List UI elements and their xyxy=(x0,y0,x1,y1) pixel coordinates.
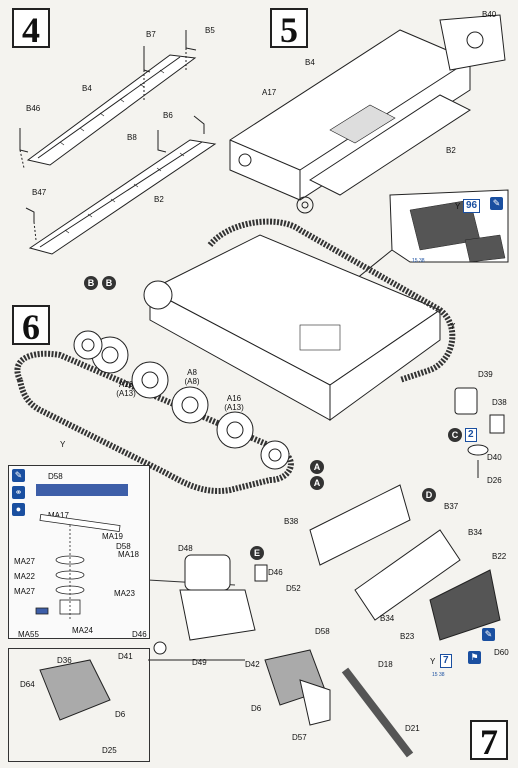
part-label: MA17 xyxy=(48,511,69,520)
step-number-6: 6 xyxy=(12,305,50,347)
inset-engine-detail xyxy=(8,648,150,762)
part-label: D46 xyxy=(132,630,147,639)
part-label: D25 xyxy=(102,746,117,755)
part-label: D60 xyxy=(494,648,509,657)
part-label: D21 xyxy=(405,724,420,733)
part-label: D36 xyxy=(57,656,72,665)
quantity-badge: 7 xyxy=(440,654,452,668)
part-label: (A8) xyxy=(184,377,200,386)
part-label: A16 xyxy=(118,380,134,389)
hull-lower xyxy=(148,234,442,421)
quantity-badge: 2 xyxy=(465,428,477,442)
part-label: B5 xyxy=(205,26,215,35)
part-label: D46 xyxy=(268,568,283,577)
engine-block-lower xyxy=(264,649,414,758)
part-label: A8 xyxy=(187,368,197,377)
part-label: B23 xyxy=(400,632,415,641)
part-label: D58 xyxy=(116,542,131,551)
part-label: MA23 xyxy=(114,589,135,598)
marker-e: E xyxy=(250,546,264,560)
step-number-7: 7 xyxy=(470,720,508,762)
part-label: MA27 xyxy=(14,557,35,566)
part-label: B6 xyxy=(163,111,173,120)
reference-number: 15 38 xyxy=(412,258,425,264)
part-label: B2 xyxy=(446,146,456,155)
part-label: B37 xyxy=(444,502,459,511)
rear-plate-assembly xyxy=(309,484,501,641)
part-label: B40 xyxy=(482,10,497,19)
plate-b4 xyxy=(26,54,197,166)
part-label: D18 xyxy=(378,660,393,669)
marker-a: A xyxy=(310,476,324,490)
hull-upper xyxy=(229,14,506,214)
part-label: D40 xyxy=(487,453,502,462)
part-label: D58 xyxy=(315,627,330,636)
brush-icon: ✎ xyxy=(482,628,495,641)
part-label: D38 xyxy=(492,398,507,407)
marker-d: D xyxy=(422,488,436,502)
marker-b: B xyxy=(102,276,116,290)
part-label: A17 xyxy=(262,88,277,97)
part-label: D57 xyxy=(292,733,307,742)
part-label: MA27 xyxy=(14,587,35,596)
step-number-5: 5 xyxy=(270,8,308,50)
part-label: D39 xyxy=(478,370,493,379)
part-label: B2 xyxy=(154,195,164,204)
part-label: D48 xyxy=(178,544,193,553)
part-label: MA19 xyxy=(102,532,123,541)
part-label: D58 xyxy=(48,472,63,481)
part-label: A16 xyxy=(226,394,242,403)
part-label: B7 xyxy=(146,30,156,39)
plate-b2 xyxy=(28,139,217,255)
part-label: B4 xyxy=(305,58,315,67)
drop-icon: ● xyxy=(12,503,25,516)
part-label: Y xyxy=(430,657,436,666)
part-label: B38 xyxy=(284,517,299,526)
part-label: Y xyxy=(60,440,66,449)
part-label: B4 xyxy=(82,84,92,93)
part-label: D52 xyxy=(286,584,301,593)
part-label: MA24 xyxy=(72,626,93,635)
part-label: D41 xyxy=(118,652,133,661)
marker-b: B xyxy=(84,276,98,290)
part-label: D6 xyxy=(251,704,262,713)
quantity-badge: 96 xyxy=(463,199,481,213)
marker-a: A xyxy=(310,460,324,474)
part-label: MA18 xyxy=(118,550,139,559)
brush-icon: ✎ xyxy=(12,469,25,482)
part-label: D6 xyxy=(115,710,126,719)
part-label: D64 xyxy=(20,680,35,689)
part-label: (A13) xyxy=(224,403,244,412)
part-label: Y xyxy=(455,202,461,211)
part-label: (A13) xyxy=(116,389,136,398)
part-label: MA55 xyxy=(18,630,39,639)
marker-c: C xyxy=(448,428,462,442)
part-label: B8 xyxy=(127,133,137,142)
part-label: D26 xyxy=(487,476,502,485)
part-label: D42 xyxy=(245,660,260,669)
part-label: B47 xyxy=(32,188,47,197)
part-label: D49 xyxy=(192,658,207,667)
part-label: B46 xyxy=(26,104,41,113)
part-label: MA22 xyxy=(14,572,35,581)
brush-icon: ✎ xyxy=(490,197,503,210)
part-label: Y xyxy=(450,322,456,331)
step-number-4: 4 xyxy=(12,8,50,50)
engine-block-upper xyxy=(153,554,268,655)
reference-number: 15 38 xyxy=(432,672,445,678)
photo-etch-fret xyxy=(36,484,128,496)
part-label: B34 xyxy=(380,614,395,623)
part-label: B34 xyxy=(468,528,483,537)
glue-icon: ⚑ xyxy=(468,651,481,664)
link-icon: ⚭ xyxy=(12,486,25,499)
part-label: B22 xyxy=(492,552,507,561)
